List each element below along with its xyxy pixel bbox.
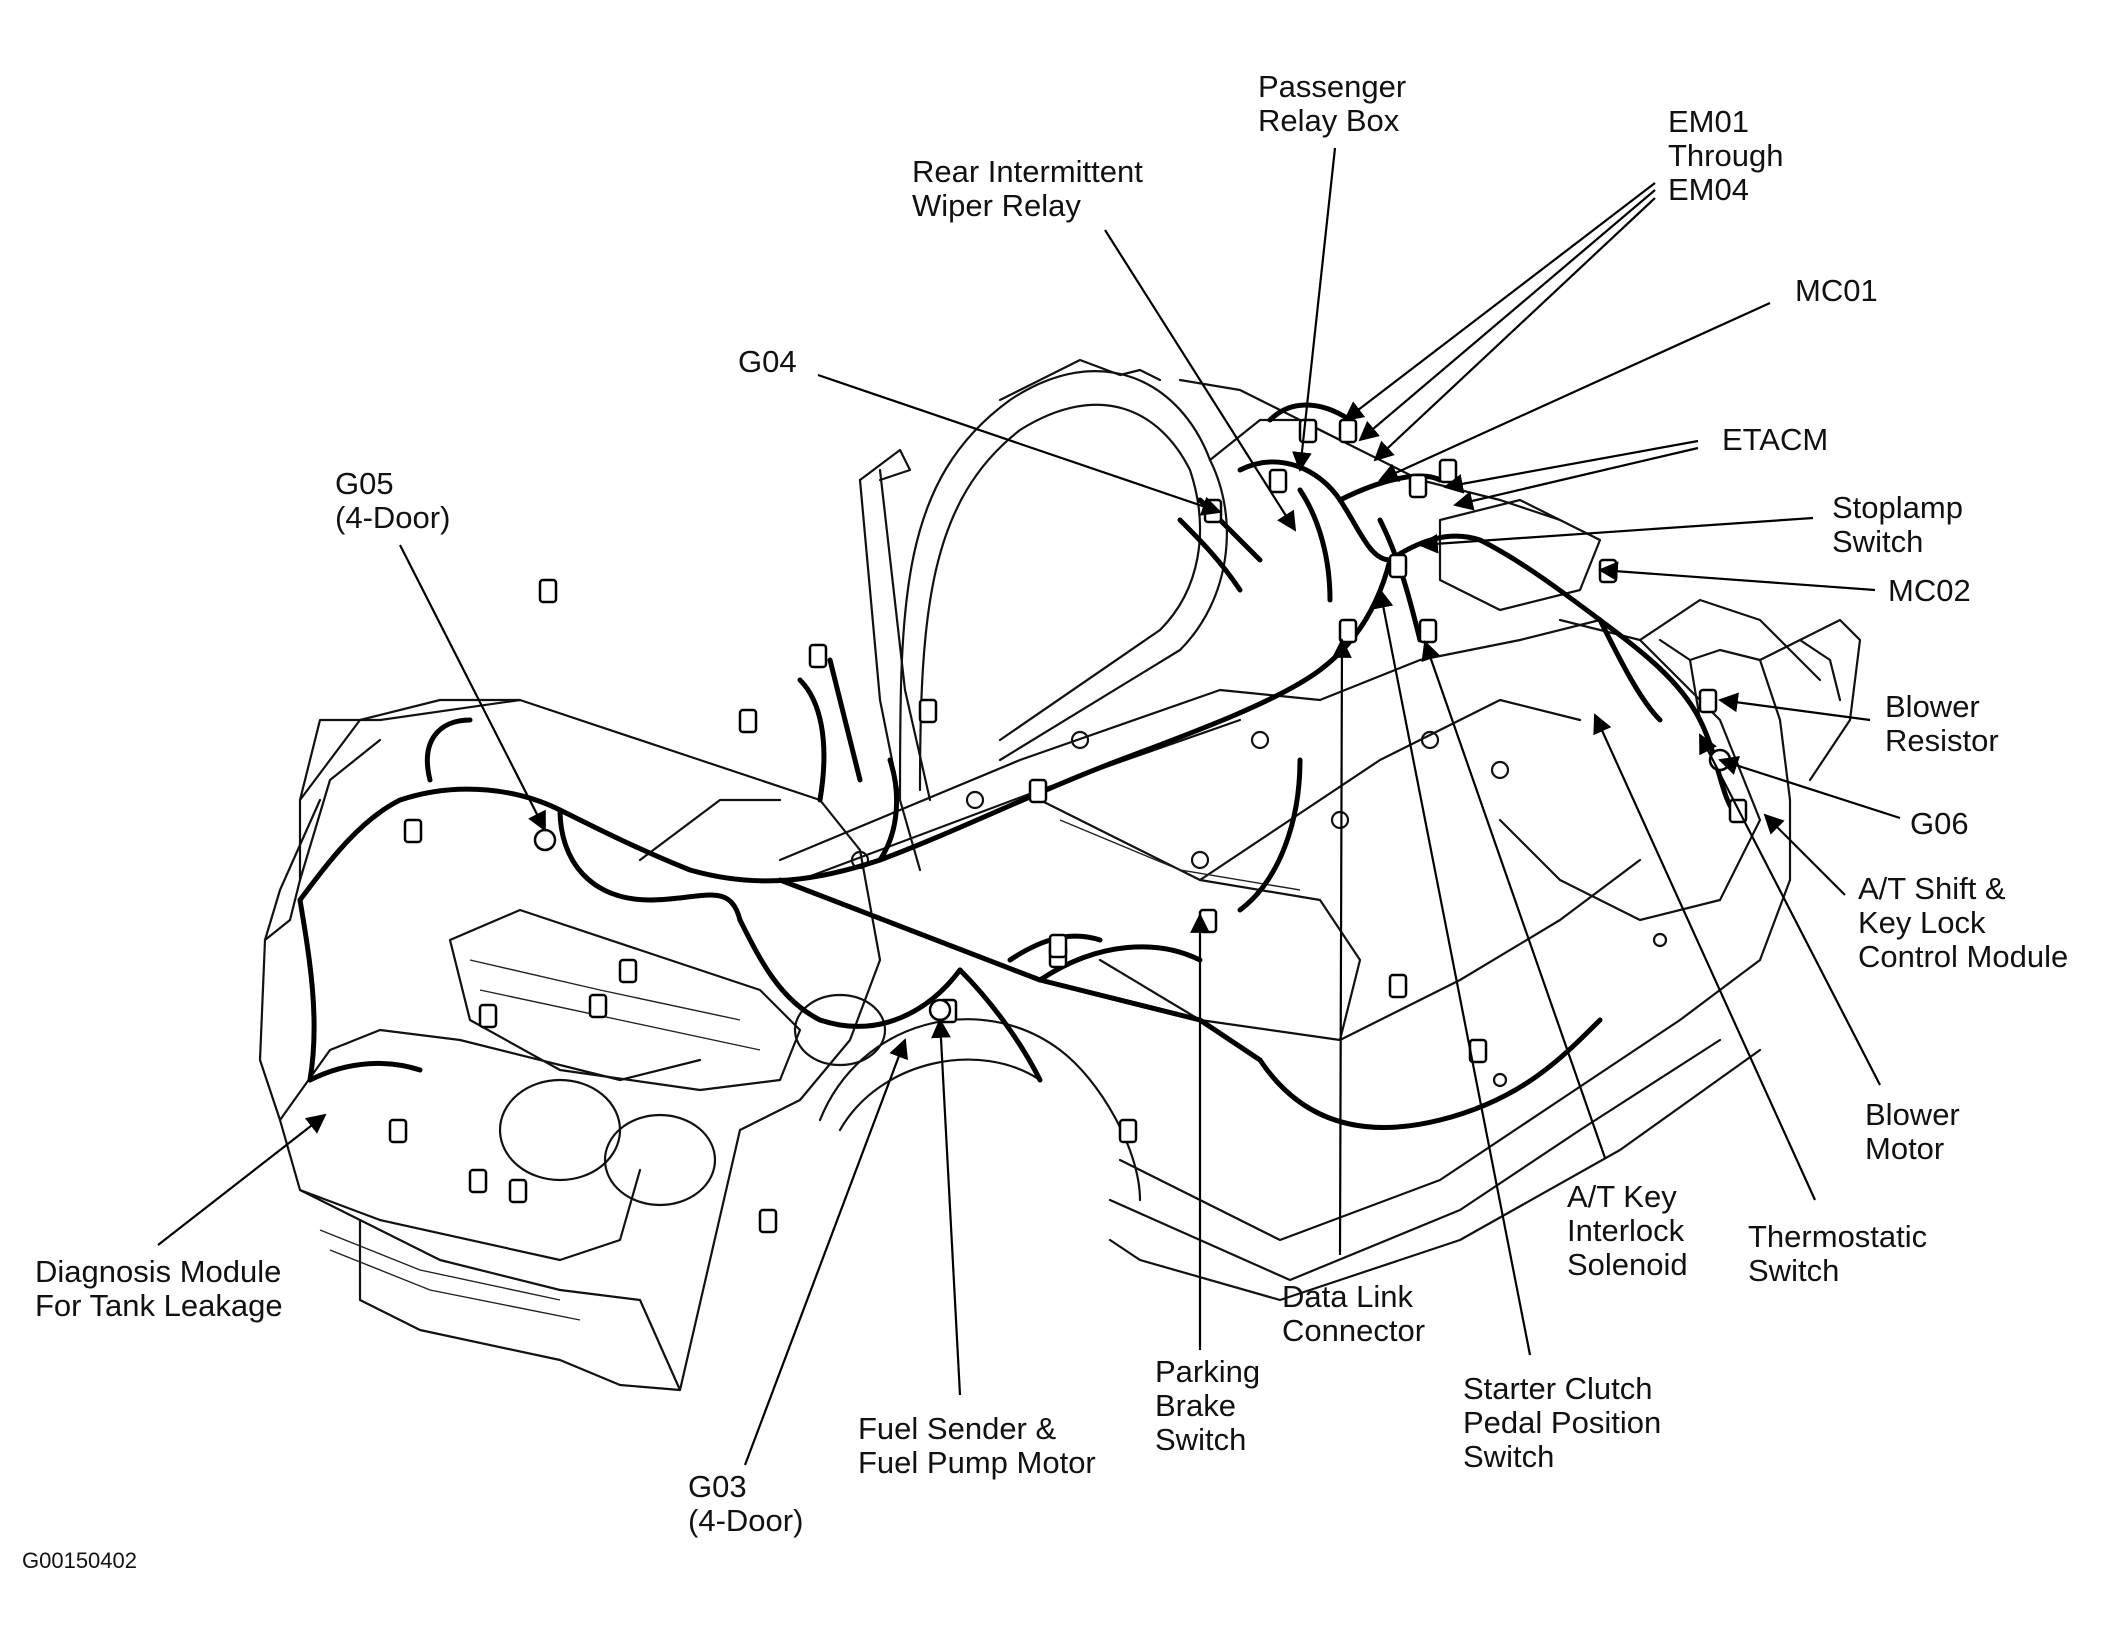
label-data-link-connector: Data Link Connector <box>1282 1279 1426 1348</box>
label-blower-resistor: Blower Resistor <box>1885 689 1999 758</box>
label-thermostatic-switch: Thermostatic Switch <box>1748 1219 1928 1288</box>
label-mc01: MC01 <box>1795 273 1878 308</box>
label-rear-wiper-relay: Rear Intermittent Wiper Relay <box>912 154 1143 223</box>
leader-lines <box>157 147 1901 1466</box>
label-etacm: ETACM <box>1722 422 1829 457</box>
label-starter-clutch: Starter Clutch Pedal Position Switch <box>1463 1371 1662 1474</box>
label-g06: G06 <box>1910 806 1969 841</box>
label-g03: G03 (4-Door) <box>688 1469 804 1538</box>
label-diagnosis-module: Diagnosis Module For Tank Leakage <box>35 1254 283 1323</box>
label-stoplamp-switch: Stoplamp Switch <box>1832 490 1963 559</box>
label-g05: G05 (4-Door) <box>335 466 451 535</box>
label-em01-through-em04: EM01 Through EM04 <box>1668 104 1784 207</box>
label-at-shift-key-lock: A/T Shift & Key Lock Control Module <box>1858 871 2069 974</box>
label-g04: G04 <box>738 344 797 379</box>
wiring-harness <box>297 402 1743 1130</box>
label-blower-motor: Blower Motor <box>1865 1097 1960 1166</box>
label-fuel-sender: Fuel Sender & Fuel Pump Motor <box>858 1411 1096 1480</box>
label-parking-brake: Parking Brake Switch <box>1155 1354 1261 1457</box>
figure-id: G00150402 <box>22 1548 137 1573</box>
label-mc02: MC02 <box>1888 573 1971 608</box>
label-passenger-relay-box: Passenger Relay Box <box>1258 69 1407 138</box>
connectors <box>388 418 1748 1234</box>
label-at-key-interlock: A/T Key Interlock Solenoid <box>1567 1179 1688 1282</box>
